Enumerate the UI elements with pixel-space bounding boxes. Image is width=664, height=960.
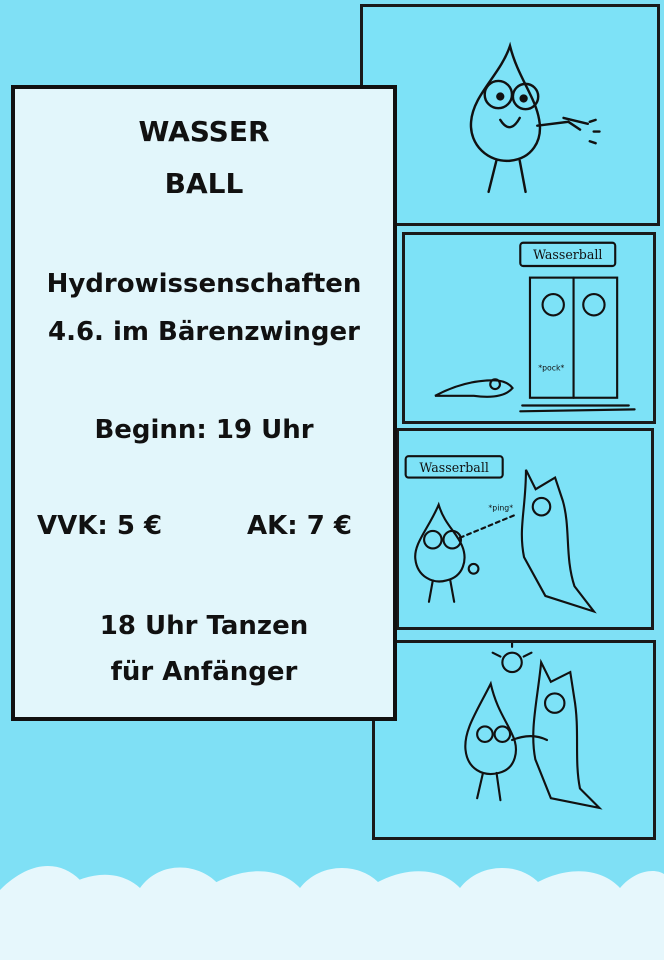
droplet-meets-bat-illustration: Wasserball *ping* xyxy=(404,455,597,614)
droplet-waving-illustration xyxy=(469,41,601,194)
comic-panel-1 xyxy=(360,4,660,226)
dance-line-1: 18 Uhr Tanzen xyxy=(99,611,309,641)
door-knock-illustration: Wasserball *pock* xyxy=(434,241,636,413)
wave-decoration xyxy=(0,850,664,960)
dance-line-2: für Anfänger xyxy=(110,657,298,687)
dancing-couple-illustration xyxy=(464,643,603,810)
comic-panel-3: Wasserball *ping* xyxy=(396,428,654,630)
box-office-price-text: AK: 7 € xyxy=(247,511,352,541)
title-line-2: BALL xyxy=(164,167,244,200)
event-info-card: WASSER BALL Hydrowissenschaften 4.6. im … xyxy=(11,85,397,721)
panel2-sound-label: *pock* xyxy=(538,364,564,373)
panel3-sign-label: Wasserball xyxy=(419,460,488,475)
presale-price-text: VVK: 5 € xyxy=(37,511,163,541)
date-location-text: 4.6. im Bärenzwinger xyxy=(47,317,360,347)
start-time-text: Beginn: 19 Uhr xyxy=(94,415,314,445)
comic-panel-4 xyxy=(372,640,656,840)
host-text: Hydrowissenschaften xyxy=(46,269,362,299)
panel3-sound-label: *ping* xyxy=(488,504,513,513)
title-line-1: WASSER xyxy=(138,115,270,148)
comic-panel-2: Wasserball *pock* xyxy=(402,232,656,424)
panel2-sign-label: Wasserball xyxy=(533,247,602,262)
